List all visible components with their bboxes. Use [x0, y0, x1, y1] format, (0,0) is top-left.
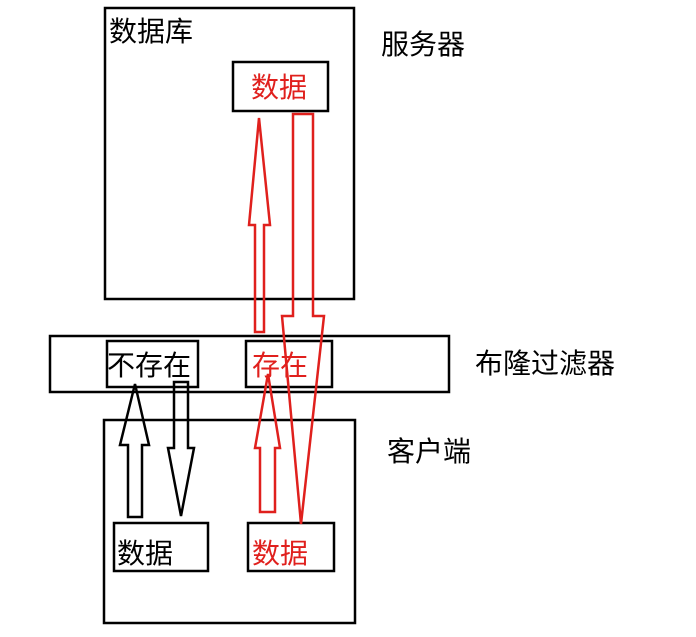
database-label: 数据库	[109, 15, 193, 48]
client-data-red-label: 数据	[252, 537, 308, 570]
server-label: 服务器	[381, 28, 465, 61]
client-data-black-label: 数据	[117, 537, 173, 570]
not-exist-box	[105, 339, 200, 389]
client-data-black-box	[112, 521, 210, 573]
arrow-up-red-client	[253, 373, 282, 514]
arrow-down-red-long	[280, 112, 326, 525]
database-box	[103, 6, 356, 301]
bloom-filter-box	[48, 334, 451, 394]
not-exist-label: 不存在	[107, 349, 191, 382]
server-data-box	[231, 60, 330, 113]
client-label: 客户端	[387, 435, 471, 468]
arrow-up-red-server	[247, 117, 272, 334]
bloom-filter-label: 布隆过滤器	[475, 347, 615, 380]
arrow-down-black	[166, 380, 196, 517]
arrow-up-black	[118, 383, 151, 519]
client-data-red-box	[246, 521, 336, 573]
server-data-label: 数据	[251, 71, 307, 104]
exist-label: 存在	[252, 349, 308, 382]
client-box	[102, 418, 357, 625]
